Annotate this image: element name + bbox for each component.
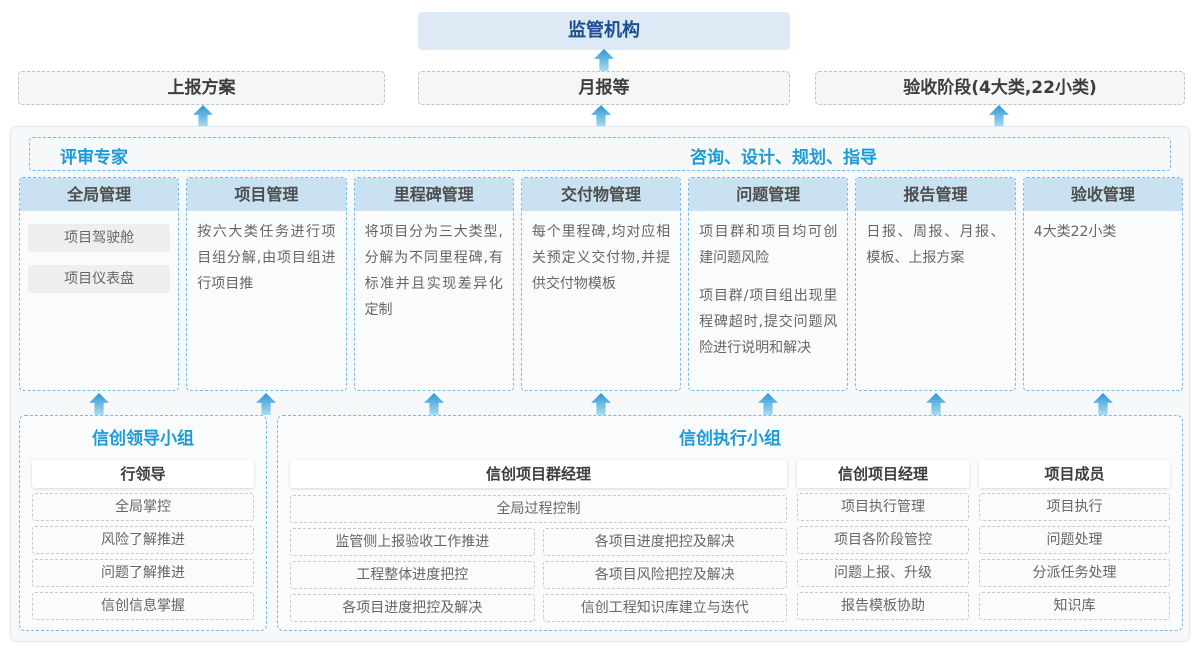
column-title: 验收管理 bbox=[1023, 178, 1182, 211]
column-description: 项目群和项目均可创建问题风险 bbox=[699, 224, 838, 266]
column-title: 里程碑管理 bbox=[354, 178, 513, 211]
task-cell: 知识库 bbox=[979, 592, 1170, 620]
task-cell: 监管侧上报验收工作推进 bbox=[290, 528, 535, 556]
up-arrow-icon bbox=[424, 393, 444, 415]
project-member-section: 项目成员 项目执行 问题处理 分派任务处理 知识库 bbox=[979, 460, 1170, 622]
column-report-management: 报告管理 日报、周报、月报、模板、上报方案 bbox=[855, 177, 1016, 391]
column-title: 项目管理 bbox=[187, 178, 346, 211]
up-arrow-icon bbox=[594, 49, 614, 71]
channel-acceptance-stage: 验收阶段(4大类,22小类) bbox=[815, 71, 1185, 105]
task-cell: 各项目风险把控及解决 bbox=[542, 561, 787, 589]
task-cell: 问题处理 bbox=[979, 526, 1170, 554]
column-description: 将项目分为三大类型,分解为不同里程碑,有标准并且实现差异化定制 bbox=[364, 224, 503, 318]
up-arrow-icon bbox=[758, 393, 778, 415]
up-arrow-icon bbox=[926, 393, 946, 415]
column-description: 每个里程碑,均对应相关预定义交付物,并提供交付物模板 bbox=[531, 224, 671, 292]
project-manager-section: 信创项目经理 项目执行管理 项目各阶段管控 问题上报、升级 报告模板协助 bbox=[797, 460, 969, 622]
up-arrow-icon bbox=[591, 105, 611, 127]
task-cell: 工程整体进度把控 bbox=[290, 561, 535, 589]
column-issue-management: 问题管理 项目群和项目均可创建问题风险 项目群/项目组出现里程碑超时,提交问题风… bbox=[688, 177, 849, 391]
task-cell: 问题了解推进 bbox=[32, 559, 254, 587]
column-title: 全局管理 bbox=[20, 178, 179, 211]
task-cell: 风险了解推进 bbox=[32, 526, 254, 554]
task-cell: 项目各阶段管控 bbox=[797, 526, 969, 554]
execution-group-title: 信创执行小组 bbox=[679, 429, 781, 449]
role-header-program-manager: 信创项目群经理 bbox=[290, 460, 787, 488]
channel-report-plan: 上报方案 bbox=[18, 71, 385, 105]
management-columns: 全局管理 项目驾驶舱 项目仪表盘 项目管理 按六大类任务进行项目组分解,由项目组… bbox=[19, 177, 1183, 391]
consult-design-label: 咨询、设计、规划、指导 bbox=[690, 148, 877, 168]
channel-monthly-report: 月报等 bbox=[418, 71, 790, 105]
column-description: 日报、周报、月报、模板、上报方案 bbox=[866, 224, 1005, 266]
column-project-management: 项目管理 按六大类任务进行项目组分解,由项目组进行项目推 bbox=[186, 177, 347, 391]
up-arrow-icon bbox=[193, 105, 213, 127]
task-cell: 全局过程控制 bbox=[290, 495, 787, 523]
column-title: 问题管理 bbox=[689, 178, 848, 211]
column-description: 项目群/项目组出现里程碑超时,提交问题风险进行说明和解决 bbox=[699, 287, 838, 356]
pill-project-dashboard: 项目仪表盘 bbox=[28, 265, 171, 293]
task-cell: 信创工程知识库建立与迭代 bbox=[542, 594, 787, 622]
task-cell: 报告模板协助 bbox=[797, 592, 969, 620]
leadership-group: 信创领导小组 行领导 全局掌控 风险了解推进 问题了解推进 信创信息掌握 bbox=[19, 415, 267, 631]
column-description: 按六大类任务进行项目组分解,由项目组进行项目推 bbox=[197, 224, 336, 292]
task-cell: 项目执行管理 bbox=[797, 493, 969, 521]
task-cell: 各项目进度把控及解决 bbox=[290, 594, 535, 622]
column-title: 报告管理 bbox=[856, 178, 1015, 211]
pill-project-cockpit: 项目驾驶舱 bbox=[28, 224, 171, 252]
task-cell: 项目执行 bbox=[979, 493, 1170, 521]
column-title: 交付物管理 bbox=[521, 178, 681, 211]
up-arrow-icon bbox=[256, 393, 276, 415]
experts-header: 评审专家 咨询、设计、规划、指导 bbox=[29, 137, 1171, 171]
execution-group: 信创执行小组 信创项目群经理 全局过程控制 监管侧上报验收工作推进 各项目进度把… bbox=[277, 415, 1183, 631]
platform-container: 评审专家 咨询、设计、规划、指导 全局管理 项目驾驶舱 项目仪表盘 项目管理 按… bbox=[10, 126, 1190, 642]
program-manager-section: 信创项目群经理 全局过程控制 监管侧上报验收工作推进 各项目进度把控及解决 工程… bbox=[290, 460, 787, 622]
teams-row: 信创领导小组 行领导 全局掌控 风险了解推进 问题了解推进 信创信息掌握 信创执… bbox=[19, 415, 1183, 631]
role-header-project-manager: 信创项目经理 bbox=[797, 460, 969, 488]
up-arrow-icon bbox=[591, 393, 611, 415]
column-milestone-management: 里程碑管理 将项目分为三大类型,分解为不同里程碑,有标准并且实现差异化定制 bbox=[353, 177, 514, 391]
up-arrow-icon bbox=[989, 105, 1009, 127]
column-description: 4大类22小类 bbox=[1033, 224, 1117, 240]
task-cell: 各项目进度把控及解决 bbox=[542, 528, 787, 556]
column-global-management: 全局管理 项目驾驶舱 项目仪表盘 bbox=[19, 177, 180, 391]
role-header-project-member: 项目成员 bbox=[979, 460, 1170, 488]
role-header-bank-leaders: 行领导 bbox=[32, 460, 254, 488]
task-cell: 分派任务处理 bbox=[979, 559, 1170, 587]
review-experts-label: 评审专家 bbox=[60, 148, 128, 168]
regulator-box: 监管机构 bbox=[418, 12, 790, 50]
task-cell: 问题上报、升级 bbox=[797, 559, 969, 587]
column-acceptance-management: 验收管理 4大类22小类 bbox=[1022, 177, 1183, 391]
up-arrow-icon bbox=[1093, 393, 1113, 415]
task-cell: 信创信息掌握 bbox=[32, 592, 254, 620]
task-cell: 全局掌控 bbox=[32, 493, 254, 521]
up-arrow-icon bbox=[89, 393, 109, 415]
leadership-group-title: 信创领导小组 bbox=[92, 429, 194, 449]
column-deliverable-management: 交付物管理 每个里程碑,均对应相关预定义交付物,并提供交付物模板 bbox=[520, 177, 682, 391]
